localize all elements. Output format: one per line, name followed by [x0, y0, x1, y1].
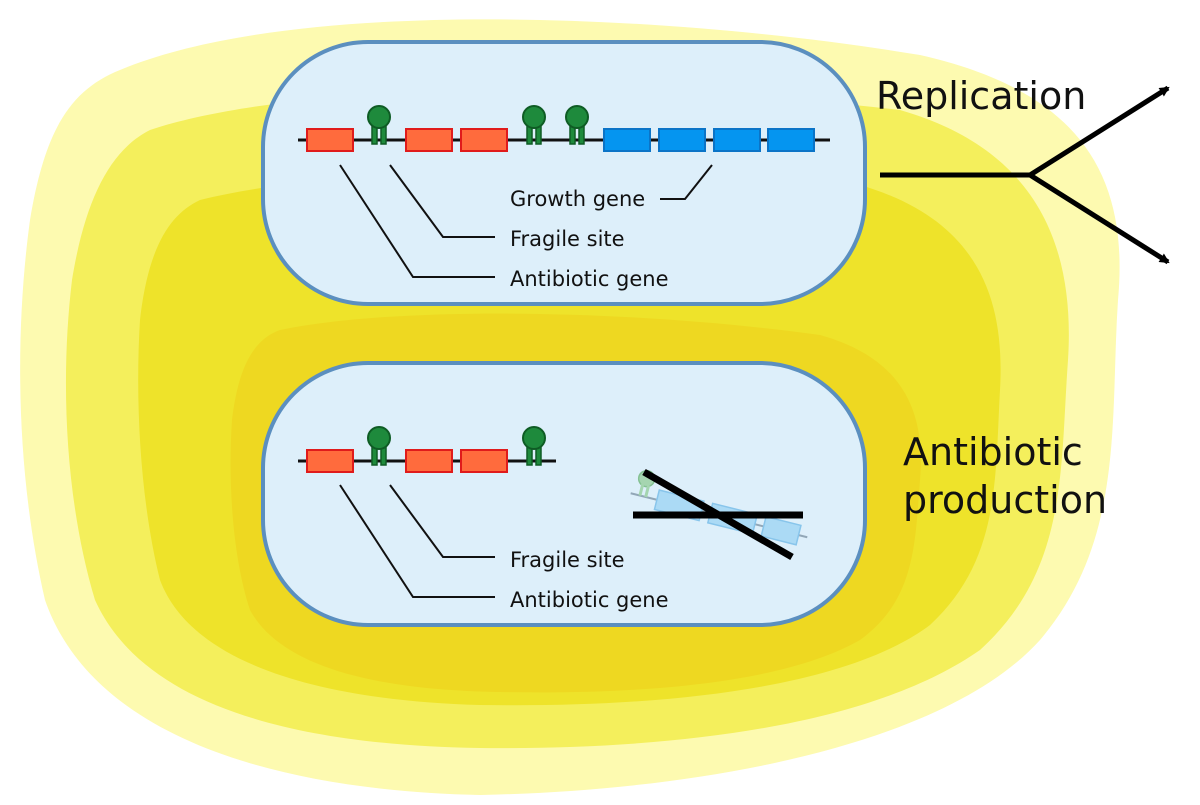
cross-out-line [642, 468, 794, 561]
growth-gene-block [713, 128, 761, 152]
antibiotic-gene-block [405, 128, 453, 152]
bottom-antibiotic-genes [306, 449, 508, 473]
bottom-cell: Fragile site Antibiotic gene [261, 361, 867, 627]
leader-fragile-site [389, 164, 495, 238]
arrow-branch-up [1028, 85, 1170, 178]
growth-gene-block [658, 128, 706, 152]
top-fragile-sites [367, 105, 589, 145]
bottom-cell-membrane [261, 361, 867, 627]
label-fragile-site: Fragile site [510, 227, 625, 251]
fragile-site-marker [367, 105, 391, 145]
fragile-site-marker [522, 426, 546, 466]
growth-gene-block [603, 128, 651, 152]
growth-gene-block [767, 128, 815, 152]
lost-growth-gene-fragment [630, 468, 808, 561]
top-leader-lines [339, 164, 713, 278]
label-antibiotic-gene: Antibiotic gene [510, 267, 669, 291]
label-growth-gene: Growth gene [510, 187, 645, 211]
replication-arrow [880, 85, 1170, 265]
leader-antibiotic-gene [339, 484, 495, 598]
fragile-site-marker [367, 426, 391, 466]
top-growth-genes [603, 128, 815, 152]
antibiotic-gene-block [460, 128, 508, 152]
antibiotic-gene-block [306, 128, 354, 152]
top-cell-membrane [261, 40, 867, 306]
antibiotic-gene-block [460, 449, 508, 473]
arrow-branch-down [1028, 172, 1170, 265]
leader-antibiotic-gene [339, 164, 495, 278]
antibiotic-production-label-line2: production [903, 478, 1107, 522]
bottom-fragile-sites [367, 426, 546, 466]
leader-fragile-site [389, 484, 495, 558]
antibiotic-gene-block [306, 449, 354, 473]
label-antibiotic-gene: Antibiotic gene [510, 588, 669, 612]
antibiotic-gene-block [405, 449, 453, 473]
bottom-leader-lines [339, 484, 495, 598]
top-cell: Growth gene Fragile site Antibiotic gene [261, 40, 867, 306]
top-antibiotic-genes [306, 128, 508, 152]
antibiotic-production-label-line1: Antibiotic [903, 430, 1083, 474]
leader-growth-gene [660, 164, 713, 200]
fragile-site-marker [565, 105, 589, 145]
label-fragile-site: Fragile site [510, 548, 625, 572]
replication-label: Replication [876, 74, 1086, 118]
fragile-site-marker [522, 105, 546, 145]
